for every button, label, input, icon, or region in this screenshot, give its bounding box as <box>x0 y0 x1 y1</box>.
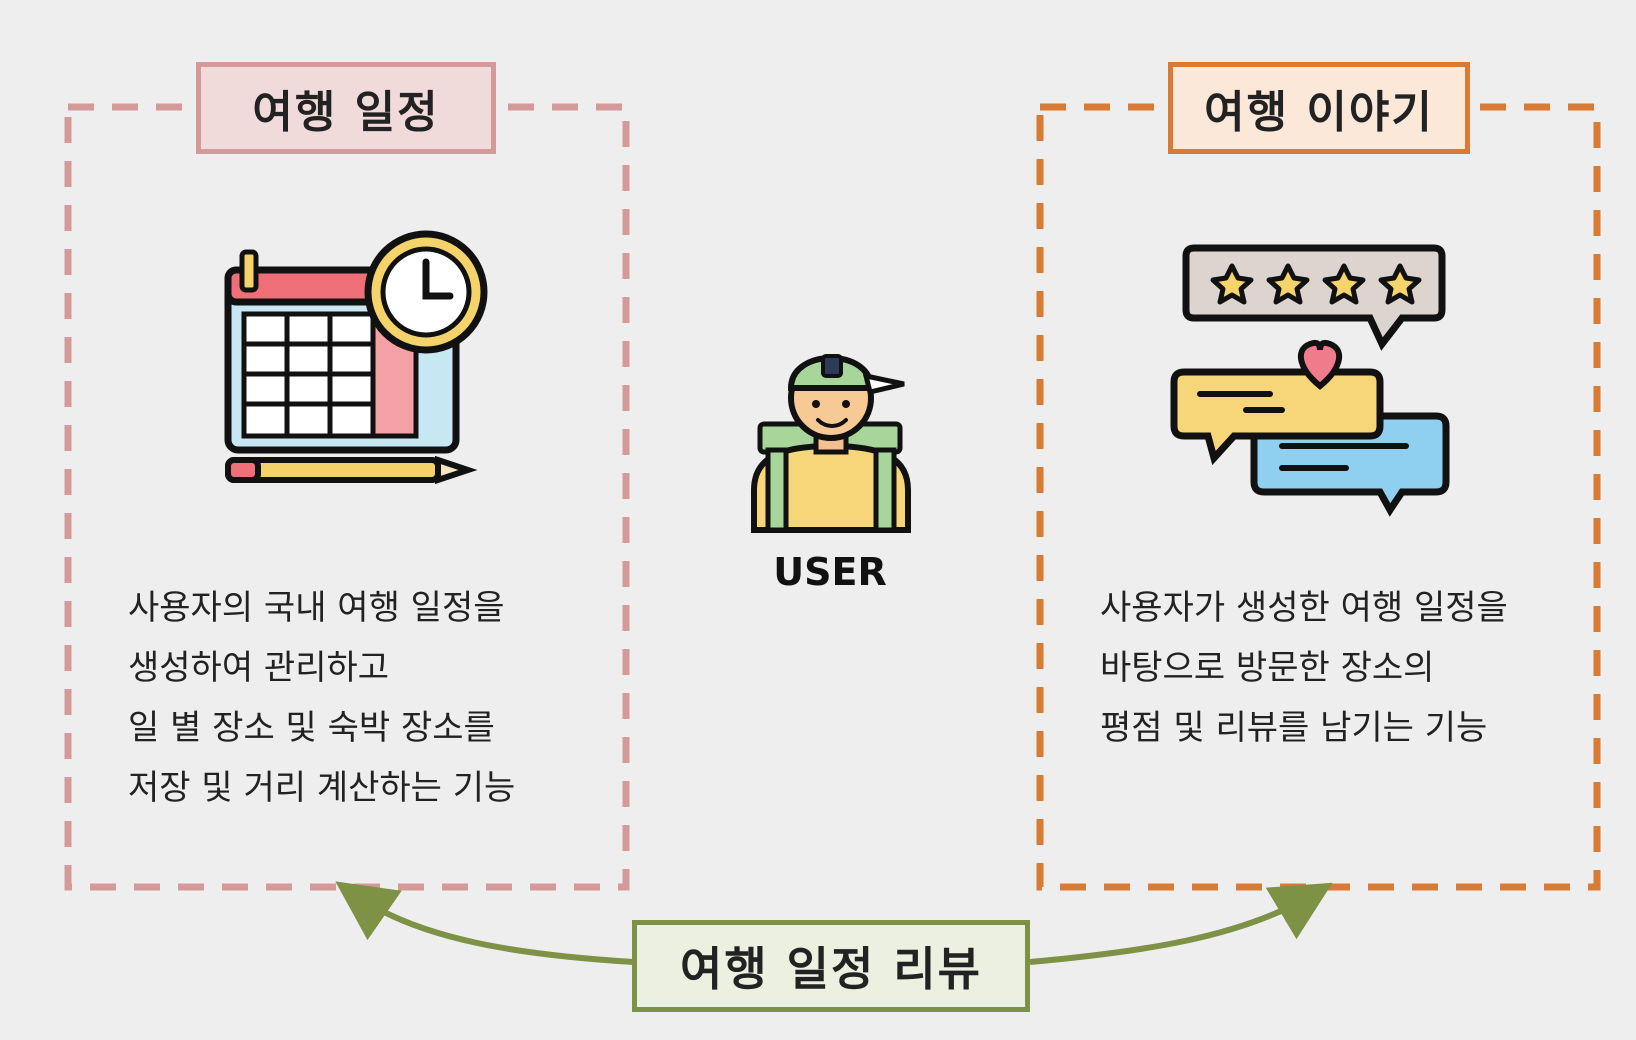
review-chat-icon <box>1170 244 1450 517</box>
left-panel-title: 여행 일정 <box>196 62 496 154</box>
arrow-to-right-panel <box>1029 882 1333 965</box>
right-panel-title: 여행 이야기 <box>1168 62 1470 154</box>
description-line: 일 별 장소 및 숙박 장소를 <box>128 708 495 748</box>
bottom-title: 여행 일정 리뷰 <box>632 920 1030 1012</box>
calendar-clock-icon <box>224 230 488 485</box>
user-label: USER <box>773 550 887 594</box>
description-line: 바탕으로 방문한 장소의 <box>1100 648 1435 688</box>
traveler-user-icon <box>751 354 911 533</box>
description-line: 평점 및 리뷰를 남기는 기능 <box>1100 708 1488 748</box>
description-line: 생성하여 관리하고 <box>128 648 390 688</box>
description-line: 사용자가 생성한 여행 일정을 <box>1100 588 1508 628</box>
right-panel-description: 사용자가 생성한 여행 일정을 바탕으로 방문한 장소의 평점 및 리뷰를 남기… <box>1100 578 1508 758</box>
left-panel-description: 사용자의 국내 여행 일정을 생성하여 관리하고 일 별 장소 및 숙박 장소를… <box>128 578 515 818</box>
description-line: 저장 및 거리 계산하는 기능 <box>128 768 516 808</box>
arrow-to-left-panel <box>335 881 635 965</box>
description-line: 사용자의 국내 여행 일정을 <box>128 588 505 628</box>
